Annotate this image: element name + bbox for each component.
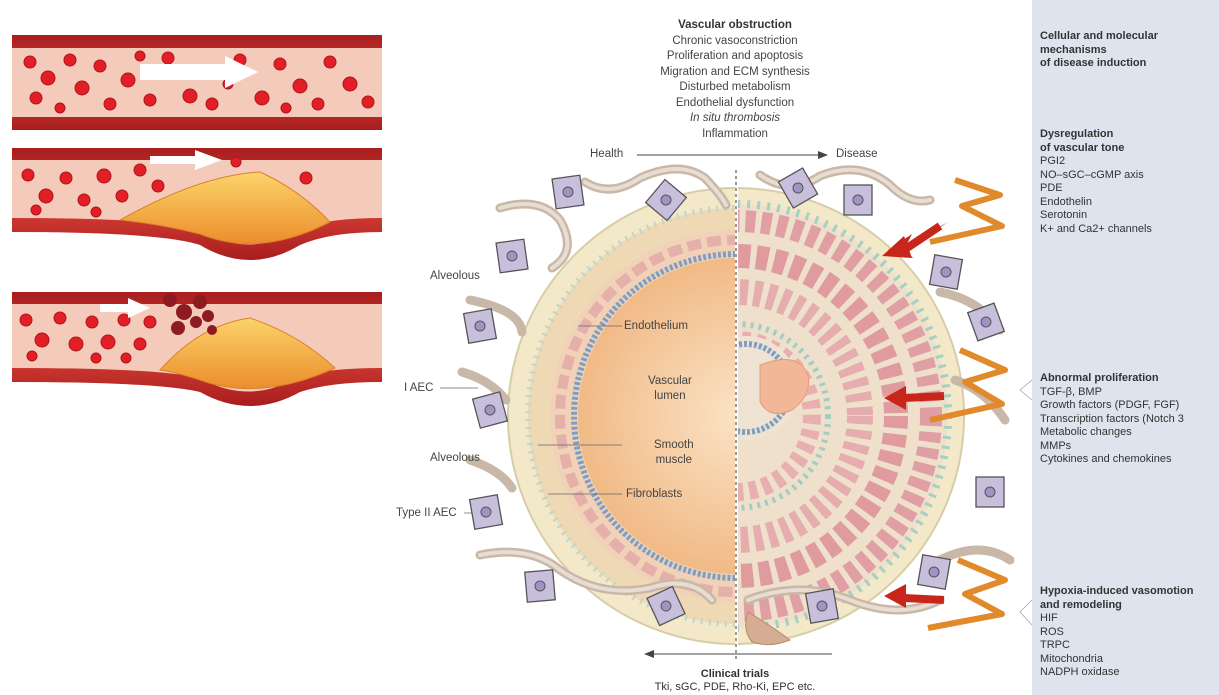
health-label: Health (590, 148, 623, 160)
disease-label: Disease (836, 148, 878, 160)
mechanisms-title: Cellular and molecular mechanisms of dis… (1040, 30, 1158, 71)
lightning-icon (930, 180, 1002, 242)
mechanism-item: Cytokines and chemokines (1040, 453, 1184, 467)
mechanism-item: Transcription factors (Notch 3 (1040, 413, 1184, 427)
obstruction-item: In situ thrombosis (600, 111, 870, 127)
mechanism-item: HIF (1040, 612, 1193, 626)
mechanism-item: ROS (1040, 626, 1193, 640)
vascular-lumen-line: lumen (648, 389, 692, 404)
mechanism-item: Metabolic changes (1040, 426, 1184, 440)
artery-thrombus (12, 292, 382, 406)
mechanism-item: Growth factors (PDGF, FGF) (1040, 399, 1184, 413)
obstruction-item: Migration and ECM synthesis (600, 65, 870, 81)
endothelium-label: Endothelium (624, 320, 688, 332)
arrow-icon (904, 396, 944, 398)
mechanism-item: MMPs (1040, 440, 1184, 454)
arrow-icon (904, 598, 944, 600)
mechanisms-title-line: Cellular and molecular (1040, 30, 1158, 44)
alveolous-label-bottom: Alveolous (430, 452, 480, 464)
artery-plaque (12, 148, 382, 260)
section-title: Hypoxia-induced vasomotion (1040, 585, 1193, 599)
mechanism-item: TGF-β, BMP (1040, 386, 1184, 400)
smooth-muscle-line: muscle (654, 453, 694, 468)
alveolous-label-top: Alveolous (430, 270, 480, 282)
vessel-cross-section (440, 151, 1010, 662)
vascular-obstruction-title: Vascular obstruction (600, 18, 870, 34)
arrow-left-icon (644, 650, 654, 658)
mechanism-item: K+ and Ca2+ channels (1040, 223, 1152, 237)
mechanisms-title-line: of disease induction (1040, 57, 1158, 71)
mechanism-item: TRPC (1040, 639, 1193, 653)
section-title: Abnormal proliferation (1040, 372, 1184, 386)
mechanism-item: Serotonin (1040, 209, 1152, 223)
mechanism-item: PGI2 (1040, 155, 1152, 169)
clinical-trials-title: Clinical trials (600, 668, 870, 681)
clinical-trials-block: Clinical trials Tki, sGC, PDE, Rho-Ki, E… (600, 668, 870, 694)
mechanism-item: Endothelin (1040, 196, 1152, 210)
section-title: Dysregulation (1040, 128, 1152, 142)
section-title: of vascular tone (1040, 142, 1152, 156)
dysregulation-section: Dysregulation of vascular tone PGI2 NO–s… (1040, 128, 1152, 236)
vascular-lumen-line: Vascular (648, 374, 692, 389)
clinical-trials-text: Tki, sGC, PDE, Rho-Ki, EPC etc. (600, 681, 870, 694)
i-aec-label: I AEC (404, 382, 433, 394)
obstruction-item: Proliferation and apoptosis (600, 49, 870, 65)
obstruction-item: Endothelial dysfunction (600, 96, 870, 112)
mechanism-item: Mitochondria (1040, 653, 1193, 667)
obstruction-item: Chronic vasoconstriction (600, 34, 870, 50)
mechanism-item: PDE (1040, 182, 1152, 196)
fibroblasts-label: Fibroblasts (626, 488, 682, 500)
proliferation-section: Abnormal proliferation TGF-β, BMP Growth… (1040, 372, 1184, 467)
obstruction-item: Inflammation (600, 127, 870, 143)
section-title: and remodeling (1040, 599, 1193, 613)
arrow-right-icon (818, 151, 828, 159)
mechanism-item: NO–sGC–cGMP axis (1040, 169, 1152, 183)
obstruction-item: Disturbed metabolism (600, 80, 870, 96)
vascular-obstruction-block: Vascular obstruction Chronic vasoconstri… (600, 18, 870, 142)
hypoxia-section: Hypoxia-induced vasomotion and remodelin… (1040, 585, 1193, 680)
type-ii-aec-label: Type II AEC (396, 507, 457, 519)
mechanisms-title-line: mechanisms (1040, 44, 1158, 58)
artery-healthy (12, 35, 382, 130)
vascular-lumen-label: Vascular lumen (648, 374, 692, 404)
smooth-muscle-line: Smooth (654, 438, 694, 453)
mechanism-item: NADPH oxidase (1040, 666, 1193, 680)
smooth-muscle-label: Smooth muscle (654, 438, 694, 468)
